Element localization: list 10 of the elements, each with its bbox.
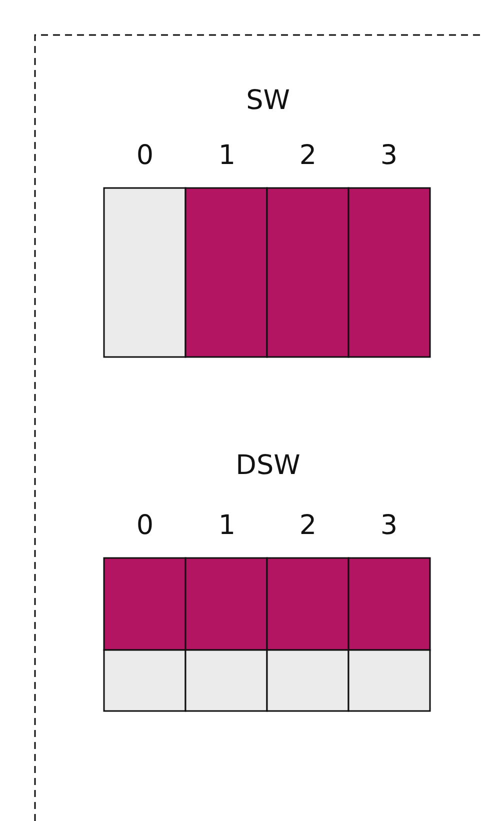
bit-number: 1 xyxy=(218,140,236,172)
bit-number: 3 xyxy=(380,140,398,172)
register-name: SW xyxy=(246,85,290,117)
bit-number: 3 xyxy=(380,510,398,542)
bit-number: 2 xyxy=(299,140,317,172)
bit-number: 2 xyxy=(299,510,317,542)
bit-number: 0 xyxy=(136,510,154,542)
bit-number: 0 xyxy=(136,140,154,172)
bit-number: 1 xyxy=(218,510,236,542)
register-name: DSW xyxy=(236,450,300,482)
